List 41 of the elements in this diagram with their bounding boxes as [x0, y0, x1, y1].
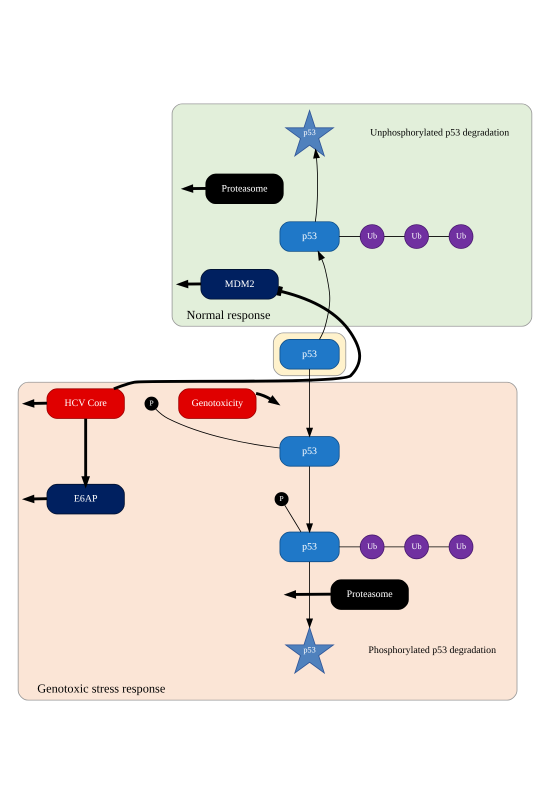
node-box: p53: [280, 339, 340, 370]
node-box: E6AP: [46, 484, 125, 514]
connector: [338, 546, 361, 548]
arrow: [306, 466, 314, 534]
connector: [428, 546, 450, 548]
connector: [428, 236, 450, 237]
node-label: Unphosphorylated p53 degradation: [370, 128, 510, 139]
node-circle: P: [144, 396, 159, 411]
node-box: Proteasome: [205, 174, 284, 204]
node-circle: Ub: [448, 224, 474, 249]
connector: [113, 286, 362, 390]
node-label: Phosphorylated p53 degradation: [368, 644, 496, 656]
arrow: [22, 399, 47, 408]
arrow: [313, 148, 320, 222]
connector: [384, 236, 405, 237]
arrow: [318, 250, 330, 340]
node-circle: Ub: [404, 224, 429, 249]
arrow: [22, 494, 47, 504]
node-circle: Ub: [360, 534, 384, 560]
arrow: [81, 418, 90, 489]
arrow: [180, 184, 206, 193]
node-circle: P: [274, 492, 289, 506]
connector: [284, 504, 302, 532]
node-box: HCV Core: [46, 388, 125, 419]
connector: [384, 546, 405, 548]
node-box: p53: [280, 221, 340, 252]
node-box: p53: [280, 532, 340, 562]
node-box: MDM2: [200, 269, 279, 300]
arrow: [306, 561, 314, 628]
arrow: [176, 280, 201, 288]
node-circle: Ub: [360, 224, 384, 249]
node-box: p53: [280, 436, 340, 467]
arrow: [306, 368, 314, 438]
node-circle: Ub: [404, 534, 429, 560]
node-box: Proteasome: [330, 579, 409, 610]
cluster: [272, 332, 346, 376]
node-circle: Ub: [448, 534, 474, 560]
node-box: Genotoxicity: [178, 388, 256, 419]
connector: [338, 236, 361, 237]
arrow: [284, 590, 331, 599]
connector: [155, 408, 280, 448]
